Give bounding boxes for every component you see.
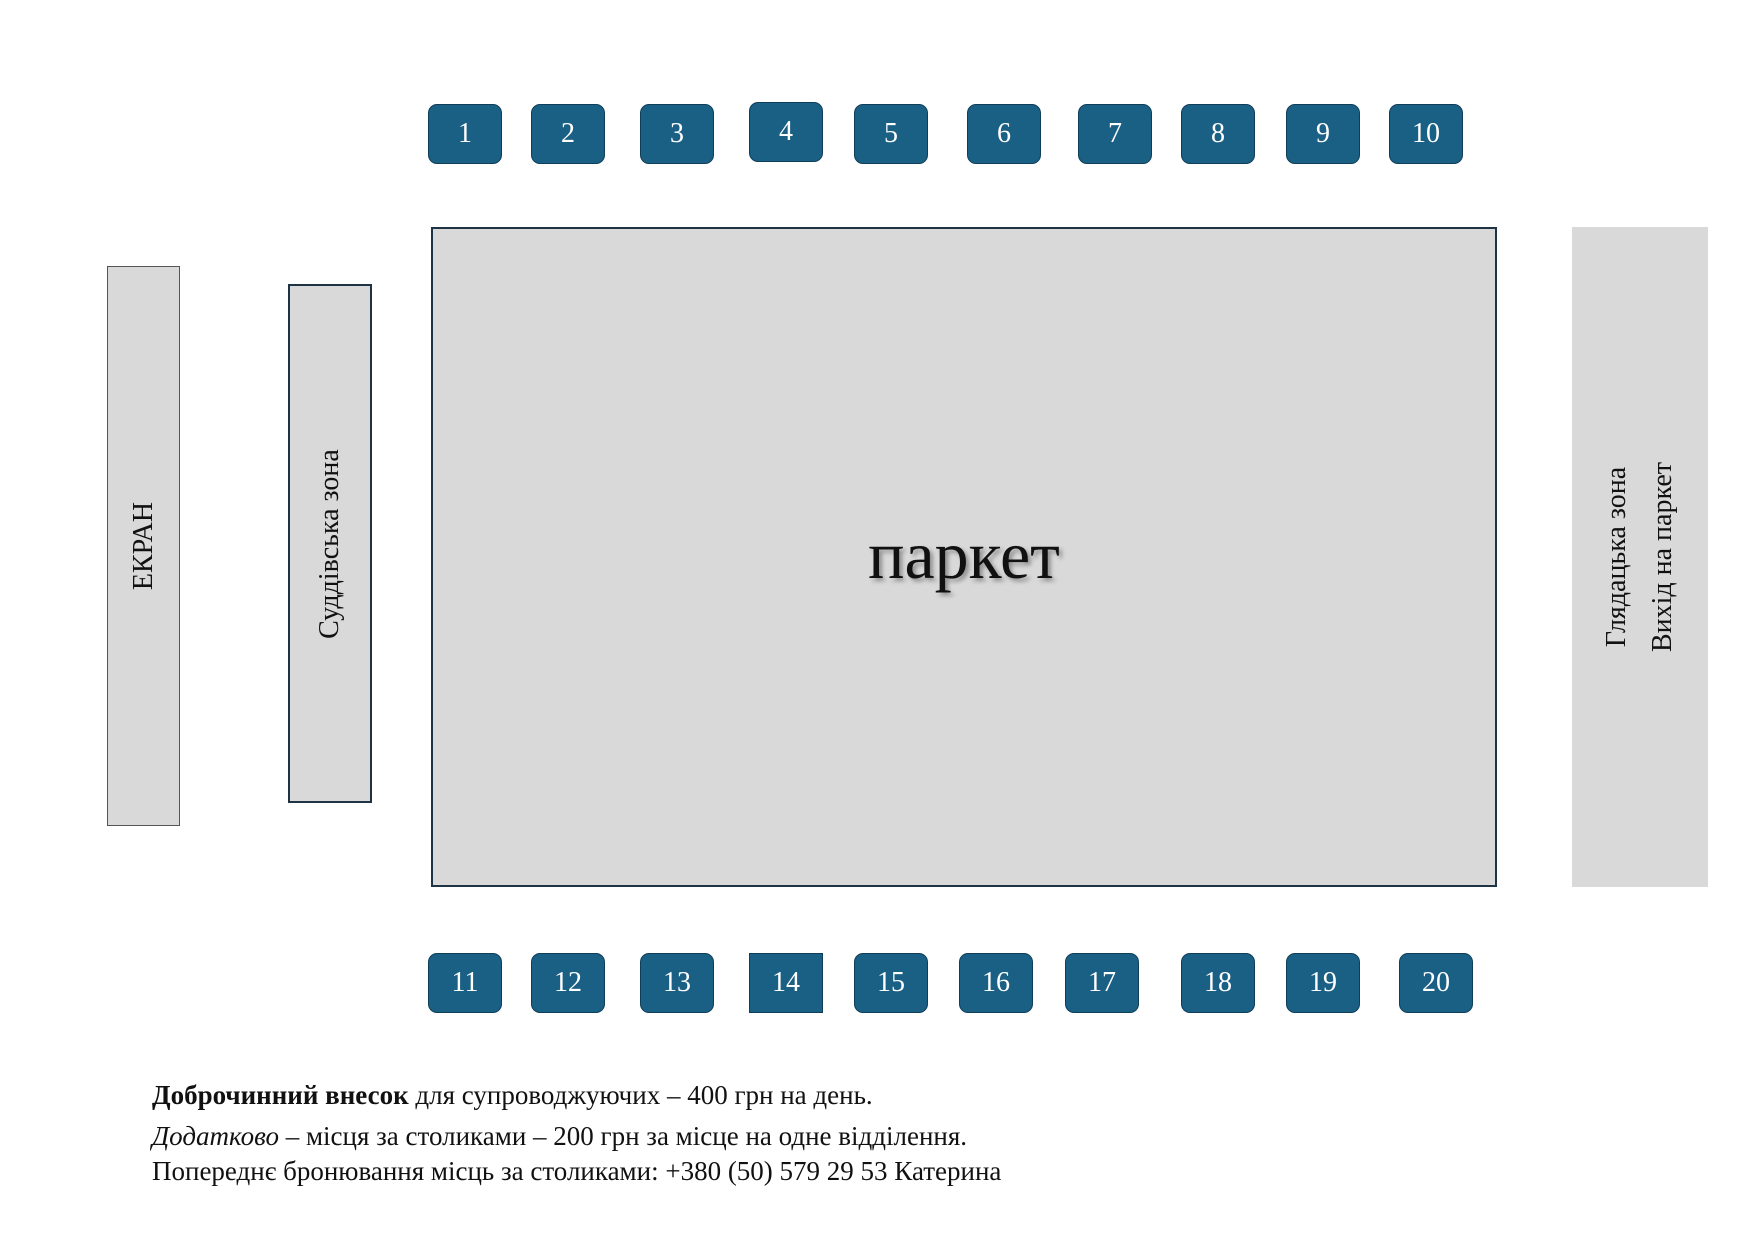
note-additional-text: – місця за столиками – 200 грн за місце …: [278, 1121, 968, 1151]
table-14[interactable]: 14: [749, 953, 823, 1013]
table-20[interactable]: 20: [1399, 953, 1473, 1013]
table-10[interactable]: 10: [1389, 104, 1463, 164]
table-1[interactable]: 1: [428, 104, 502, 164]
judges-label: Суддівська зона: [314, 448, 345, 639]
table-17[interactable]: 17: [1065, 953, 1139, 1013]
table-11[interactable]: 11: [428, 953, 502, 1013]
table-4[interactable]: 4: [749, 102, 823, 162]
table-16[interactable]: 16: [959, 953, 1033, 1013]
screen-zone: ЕКРАН: [107, 266, 180, 826]
note-donation-text: для супроводжуючих – 400 грн на день.: [408, 1080, 873, 1110]
table-12[interactable]: 12: [531, 953, 605, 1013]
note-additional: Додатково – місця за столиками – 200 грн…: [152, 1119, 1001, 1154]
spectators-label: Глядацька зона Вихід на паркет: [1594, 462, 1686, 652]
table-7[interactable]: 7: [1078, 104, 1152, 164]
parquet-label: паркет: [868, 516, 1060, 593]
screen-label: ЕКРАН: [127, 501, 159, 591]
table-15[interactable]: 15: [854, 953, 928, 1013]
table-3[interactable]: 3: [640, 104, 714, 164]
table-8[interactable]: 8: [1181, 104, 1255, 164]
table-19[interactable]: 19: [1286, 953, 1360, 1013]
note-additional-italic: Додатково: [152, 1121, 279, 1151]
table-6[interactable]: 6: [967, 104, 1041, 164]
table-18[interactable]: 18: [1181, 953, 1255, 1013]
note-booking: Попереднє бронювання місць за столиками:…: [152, 1156, 1002, 1186]
table-2[interactable]: 2: [531, 104, 605, 164]
table-9[interactable]: 9: [1286, 104, 1360, 164]
spectators-label-line1: Глядацька зона: [1601, 466, 1632, 648]
spectators-label-line2: Вихід на паркет: [1647, 461, 1678, 653]
table-13[interactable]: 13: [640, 953, 714, 1013]
note-donation-bold: Доброчинний внесок: [152, 1080, 409, 1110]
notes: Доброчинний внесок для супроводжуючих – …: [152, 1078, 1001, 1189]
parquet-floor: паркет: [431, 227, 1497, 887]
spectators-zone: Глядацька зона Вихід на паркет: [1572, 227, 1708, 887]
table-5[interactable]: 5: [854, 104, 928, 164]
judges-zone: Суддівська зона: [288, 284, 372, 803]
note-donation: Доброчинний внесок для супроводжуючих – …: [152, 1078, 1001, 1113]
